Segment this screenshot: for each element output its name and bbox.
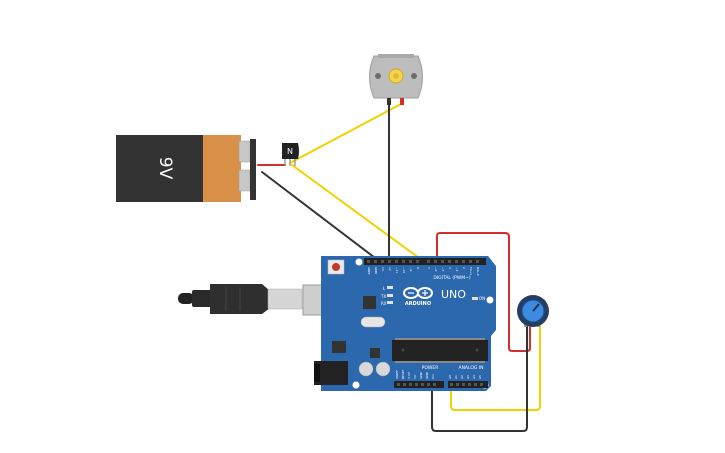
- motor-terminal-black[interactable]: [387, 98, 391, 105]
- usb-chip: [363, 296, 376, 309]
- motor-terminal-red[interactable]: [400, 98, 404, 105]
- digital-pin-label: ~10: [402, 267, 406, 273]
- wire-transistor-to-pin[interactable]: [291, 164, 431, 267]
- digital-pin-label: GND: [374, 267, 378, 275]
- digital-pin-label: 2: [462, 267, 466, 269]
- analog-pin-label: A0: [448, 375, 452, 379]
- arduino-brand: ARDUINO: [405, 301, 431, 307]
- battery-connector: [250, 139, 256, 200]
- dc-motor[interactable]: [369, 54, 423, 105]
- analog-pin-label: A1: [454, 375, 458, 379]
- arduino-logo-icon: [403, 287, 433, 299]
- wire-motor-to-transistor[interactable]: [289, 103, 402, 164]
- digital-pin-label: AREF: [367, 267, 371, 275]
- digital-pin-holes: [367, 260, 479, 263]
- digital-pin-label: RX←0: [476, 267, 480, 276]
- digital-pin-label: ~3: [455, 267, 459, 272]
- power-pin-label: IOREF: [395, 370, 399, 379]
- power-pin-label: Vin: [431, 374, 435, 379]
- status-leds: L TX RX: [380, 286, 393, 306]
- digital-pin-label: 7: [427, 267, 431, 269]
- atmega-chip: [392, 340, 488, 361]
- svg-text:TX: TX: [380, 294, 386, 299]
- power-pin-label: RESET: [401, 369, 405, 379]
- digital-pin-label: ~5: [441, 267, 445, 272]
- capacitor: [358, 361, 374, 377]
- npn-transistor[interactable]: N: [282, 143, 299, 166]
- power-pin-label: GND: [425, 371, 429, 379]
- digital-pin-label: 13: [381, 267, 385, 271]
- analog-pin-label: A5: [478, 375, 482, 379]
- on-led-label: ON: [479, 296, 485, 301]
- digital-header: [364, 258, 486, 265]
- digital-pin-label: ~6: [434, 267, 438, 272]
- analog-pin-label: A3: [466, 375, 470, 379]
- potentiometer[interactable]: [517, 295, 549, 327]
- usb-cable[interactable]: [178, 284, 346, 316]
- wire-battery-to-gnd[interactable]: [261, 171, 384, 265]
- analog-pin-label: A2: [460, 375, 464, 379]
- power-pin-label: GND: [419, 371, 423, 379]
- analog-pin-label: A4: [472, 375, 476, 379]
- wire-a0-to-pot[interactable]: [450, 325, 541, 411]
- battery-label: 9V: [155, 157, 175, 180]
- transistor-label: N: [287, 147, 293, 156]
- power-header: [394, 381, 444, 388]
- arduino-model: UNO: [441, 288, 466, 301]
- digital-header-label: DIGITAL (PWM~): [433, 275, 471, 281]
- power-pin-label: 3.3V: [407, 371, 411, 379]
- digital-pin-label: ~11: [395, 267, 399, 273]
- power-pin-label: 5V: [413, 374, 417, 379]
- capacitor: [375, 361, 391, 377]
- digital-pin-label: TX→1: [469, 266, 473, 275]
- svg-text:RX: RX: [381, 301, 387, 306]
- digital-pin-label: 12: [388, 267, 392, 271]
- wire-gnd-to-pot[interactable]: [431, 325, 528, 432]
- wires: [257, 103, 541, 432]
- analog-header-label: ANALOG IN: [458, 365, 483, 371]
- digital-pin-label: 4: [448, 267, 452, 269]
- wire-5v-to-pot[interactable]: [436, 232, 531, 352]
- power-header-label: POWER: [422, 365, 439, 371]
- digital-pin-label: 8: [416, 267, 420, 269]
- digital-pin-label: ~9: [409, 267, 413, 272]
- bottom-pin-holes: [397, 383, 483, 386]
- svg-text:L: L: [383, 286, 386, 291]
- battery-9v[interactable]: 9V: [116, 135, 256, 202]
